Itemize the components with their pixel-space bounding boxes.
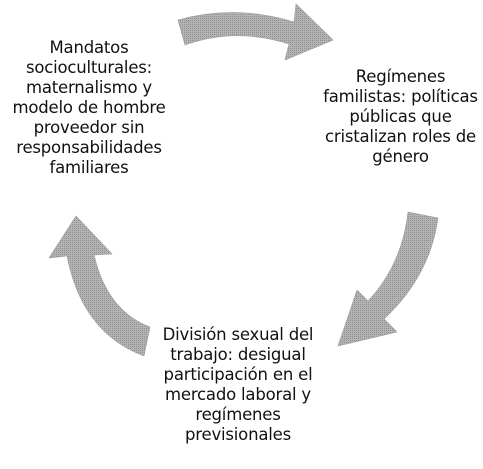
arrow-division-to-mandatos [48, 215, 151, 357]
node-division-sexual-trabajo: División sexual del trabajo: desigual pa… [162, 325, 314, 444]
arrow-mandatos-to-regimenes [177, 3, 334, 61]
node-regimenes-familistas: Regímenes familistas: políticas públicas… [323, 67, 478, 166]
node-mandatos-socioculturales: Mandatos socioculturales: maternalismo y… [12, 38, 166, 177]
arrow-regimenes-to-division [337, 211, 439, 347]
